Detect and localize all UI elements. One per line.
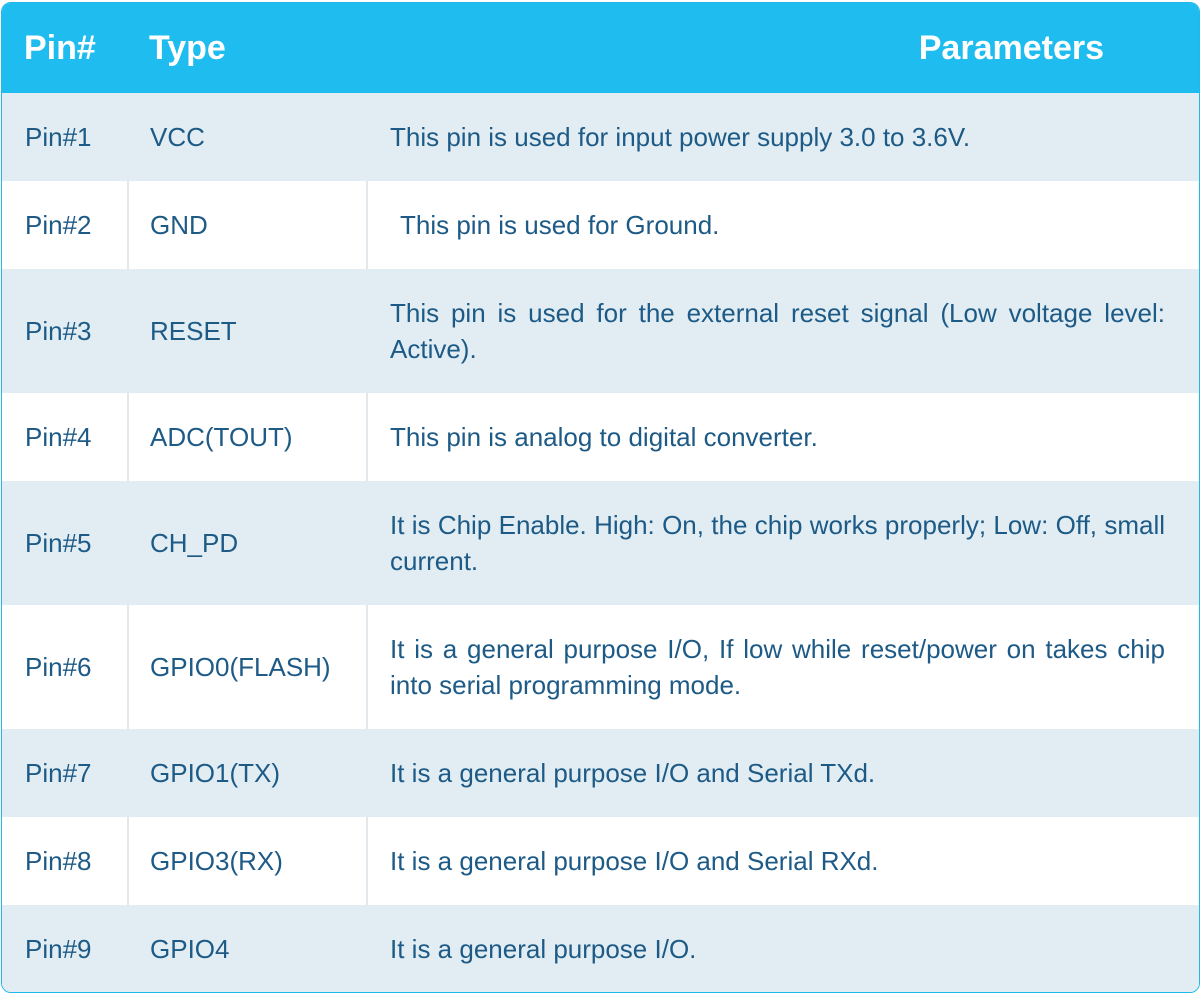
- cell-type: VCC: [150, 122, 205, 152]
- table-row: Pin#1 VCC This pin is used for input pow…: [2, 93, 1199, 181]
- header-row: Pin# Type Parameters: [2, 3, 1199, 93]
- cell-type: GPIO1(TX): [150, 758, 281, 788]
- cell-type: GND: [128, 181, 368, 269]
- cell-pin: Pin#7: [25, 758, 92, 788]
- cell-type: CH_PD: [150, 528, 239, 558]
- table-row: Pin#7 GPIO1(TX) It is a general purpose …: [2, 729, 1199, 817]
- table-row: Pin#8 GPIO3(RX) It is a general purpose …: [2, 817, 1199, 905]
- cell-parameters: It is a general purpose I/O, If low whil…: [390, 634, 1165, 700]
- cell-pin: Pin#5: [25, 528, 92, 558]
- cell-type: ADC(TOUT): [128, 393, 368, 481]
- header-type: Type: [149, 28, 226, 67]
- cell-parameters: This pin is analog to digital converter.: [390, 422, 818, 452]
- cell-type: GPIO3(RX): [128, 817, 368, 905]
- table-body: Pin#1 VCC This pin is used for input pow…: [2, 93, 1199, 992]
- cell-parameters: This pin is used for Ground.: [400, 210, 720, 240]
- cell-type: GPIO4: [150, 934, 230, 964]
- cell-parameters: It is Chip Enable. High: On, the chip wo…: [390, 510, 1165, 576]
- table-row: Pin#3 RESET This pin is used for the ext…: [2, 269, 1199, 393]
- cell-type: GPIO0(FLASH): [128, 605, 368, 729]
- cell-pin: Pin#9: [25, 934, 92, 964]
- table-row: Pin#6 GPIO0(FLASH) It is a general purpo…: [2, 605, 1199, 729]
- cell-pin: Pin#6: [2, 605, 129, 729]
- table-row: Pin#9 GPIO4 It is a general purpose I/O.: [2, 905, 1199, 992]
- cell-type: RESET: [150, 316, 237, 346]
- cell-parameters: It is a general purpose I/O.: [390, 934, 697, 964]
- cell-pin: Pin#1: [25, 122, 92, 152]
- cell-parameters: This pin is used for input power supply …: [390, 122, 971, 152]
- header-pin: Pin#: [24, 28, 96, 67]
- table-row: Pin#2 GND This pin is used for Ground.: [2, 181, 1199, 269]
- pin-description-table: Pin# Type Parameters Pin#1 VCC This pin …: [2, 3, 1199, 992]
- table-row: Pin#4 ADC(TOUT) This pin is analog to di…: [2, 393, 1199, 481]
- cell-parameters: It is a general purpose I/O and Serial T…: [390, 758, 876, 788]
- cell-parameters: It is a general purpose I/O and Serial R…: [390, 846, 879, 876]
- cell-parameters: This pin is used for the external reset …: [390, 298, 1165, 364]
- cell-pin: Pin#3: [25, 316, 92, 346]
- cell-pin: Pin#8: [2, 817, 129, 905]
- table-header: Pin# Type Parameters: [2, 3, 1199, 93]
- cell-pin: Pin#4: [2, 393, 129, 481]
- cell-pin: Pin#2: [2, 181, 129, 269]
- header-parameters: Parameters: [918, 28, 1104, 67]
- table-row: Pin#5 CH_PD It is Chip Enable. High: On,…: [2, 481, 1199, 605]
